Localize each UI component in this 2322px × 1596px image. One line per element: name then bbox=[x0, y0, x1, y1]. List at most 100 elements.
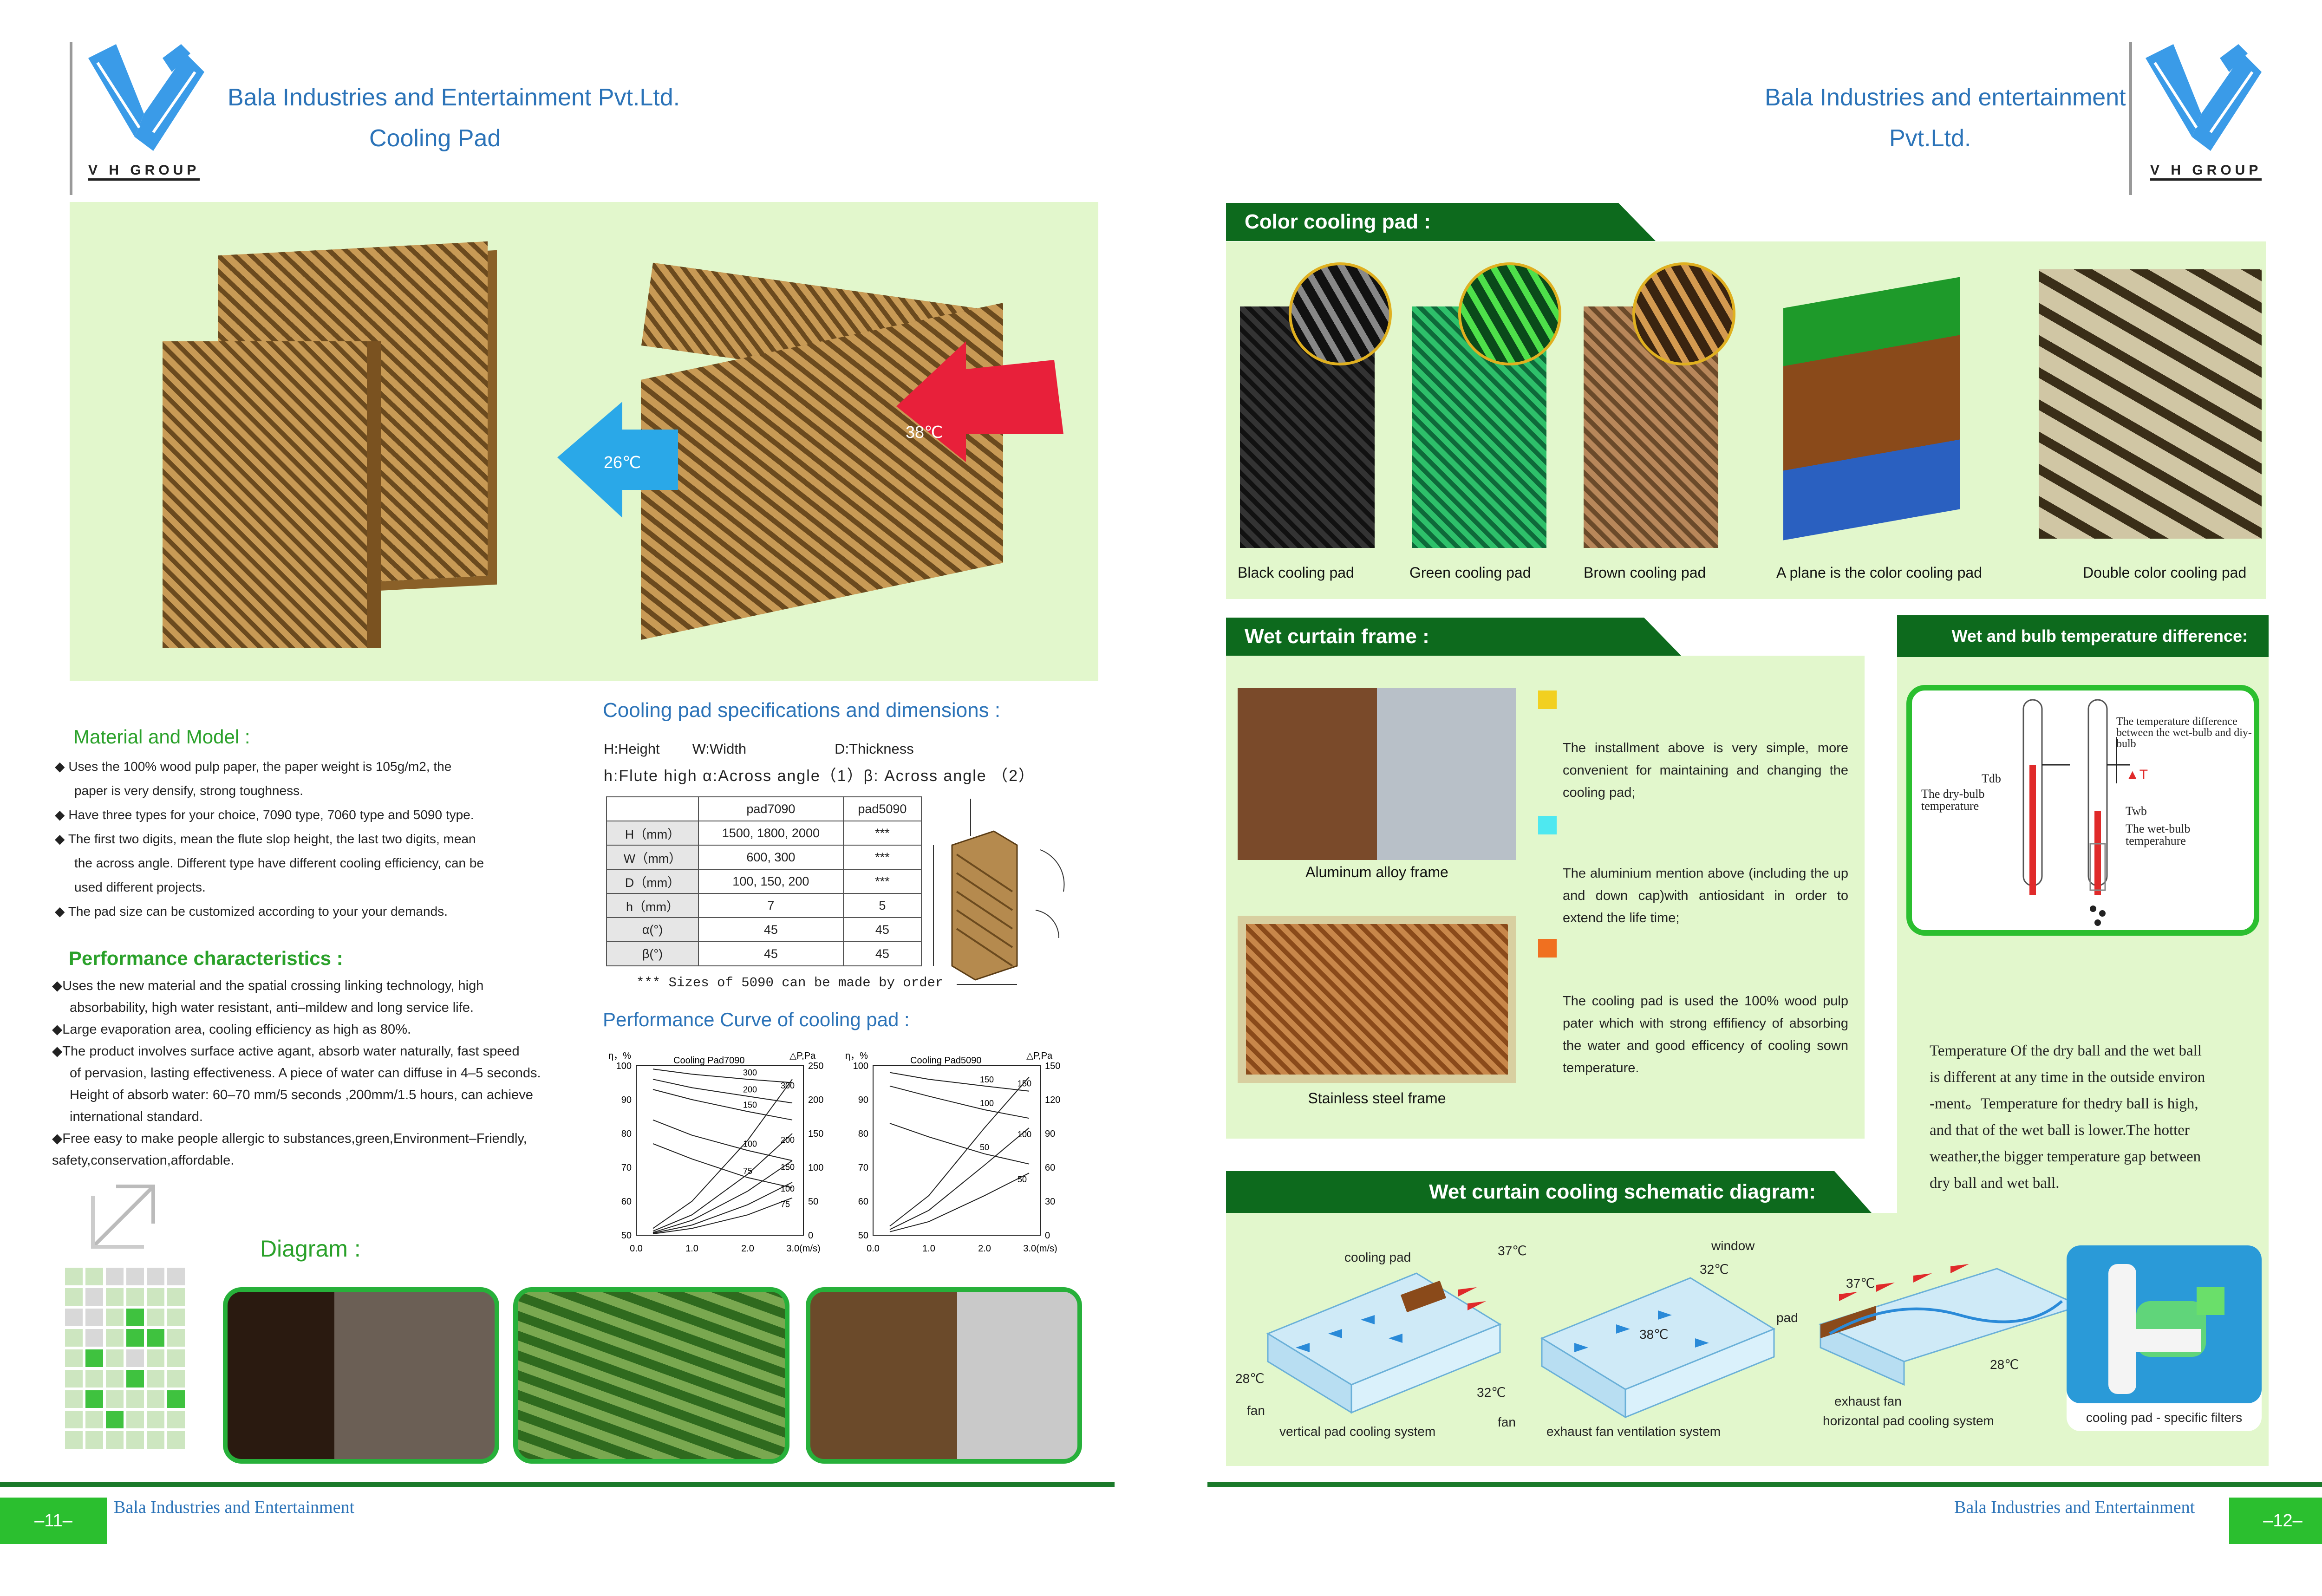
wet-frame-panel: Aluminum alloy frame Stainless steel fra… bbox=[1226, 656, 1865, 1139]
table-cell: 5 bbox=[842, 893, 922, 918]
efficiency-line-100 bbox=[652, 1119, 793, 1161]
y2-tick-label: 100 bbox=[808, 1163, 823, 1173]
y2-axis-label: △P,Pa bbox=[789, 1051, 816, 1061]
black-pad-closeup bbox=[1289, 262, 1392, 365]
series-label: 200 bbox=[781, 1135, 795, 1145]
mosaic-cell bbox=[167, 1349, 185, 1367]
bullet-marker-orange bbox=[1538, 939, 1557, 958]
mosaic-cell bbox=[126, 1431, 144, 1449]
list-item: ◆ Have three types for your choice, 7090… bbox=[55, 808, 474, 822]
temp-out-label: 26℃ bbox=[604, 453, 641, 472]
mosaic-cell bbox=[147, 1309, 164, 1326]
mosaic-cell bbox=[147, 1329, 164, 1347]
specs-title: Cooling pad specifications and dimension… bbox=[603, 699, 1001, 722]
pad-label: pad bbox=[1776, 1310, 1798, 1325]
y2-tick-label: 0 bbox=[1045, 1231, 1050, 1241]
footer-rule bbox=[1207, 1482, 2322, 1487]
mosaic-cell bbox=[65, 1370, 83, 1388]
mosaic-cell bbox=[106, 1411, 124, 1428]
mosaic-cell bbox=[167, 1288, 185, 1306]
y-tick-label: 80 bbox=[858, 1129, 868, 1139]
pad-dimension-diagram bbox=[933, 799, 1065, 985]
y2-tick-label: 60 bbox=[1045, 1163, 1055, 1173]
company-name: Bala Industries and entertainment bbox=[1765, 84, 2126, 111]
wet-bulb-description: Temperature Of the dry ball and the wet … bbox=[1930, 1038, 2264, 1197]
y-axis-label: η，% bbox=[608, 1051, 631, 1061]
efficiency-line-150 bbox=[652, 1089, 793, 1120]
mosaic-cell bbox=[126, 1411, 144, 1428]
series-label: 150 bbox=[980, 1075, 994, 1084]
diagram-photo-3 bbox=[806, 1287, 1082, 1464]
series-label: 150 bbox=[1018, 1079, 1031, 1088]
table-cell: *** bbox=[842, 821, 922, 846]
hot-air-arrow-icon bbox=[896, 341, 1063, 462]
wet-bulb-panel: The temperature difference between the w… bbox=[1897, 657, 2269, 1214]
table-cell: β(°) bbox=[606, 941, 699, 966]
bullet-marker-cyan bbox=[1538, 816, 1557, 834]
table-cell: 45 bbox=[842, 917, 922, 942]
desc-line: Temperature Of the dry ball and the wet … bbox=[1930, 1042, 2202, 1059]
y-tick-label: 80 bbox=[621, 1129, 632, 1139]
table-row: W（mm）600, 300*** bbox=[606, 845, 922, 870]
table-cell: 45 bbox=[698, 917, 844, 942]
y-tick-label: 70 bbox=[858, 1163, 868, 1173]
mosaic-cell bbox=[126, 1309, 144, 1326]
table-cell: 7 bbox=[698, 893, 844, 918]
pressure-line-100 bbox=[652, 1182, 793, 1234]
page-subtitle: Cooling Pad bbox=[369, 125, 501, 152]
curve-title: Performance Curve of cooling pad : bbox=[603, 1009, 910, 1030]
spec-table: pad7090 pad5090 H（mm）1500, 1800, 2000***… bbox=[606, 796, 922, 966]
mosaic-cell bbox=[65, 1288, 83, 1306]
y2-tick-label: 0 bbox=[808, 1231, 813, 1241]
mosaic-cell bbox=[106, 1309, 124, 1326]
series-label: 150 bbox=[781, 1162, 795, 1172]
table-row: H（mm）1500, 1800, 2000*** bbox=[606, 821, 922, 846]
twb-label: Twb bbox=[2126, 804, 2147, 818]
y2-tick-label: 90 bbox=[1045, 1129, 1055, 1139]
wet-bulb-label: The wet-bulb temperahure bbox=[2126, 822, 2191, 847]
color-pad-header: Color cooling pad : bbox=[1226, 203, 1656, 241]
mosaic-cell bbox=[126, 1390, 144, 1408]
efficiency-line-150 bbox=[889, 1072, 1030, 1092]
logo-text: V H GROUP bbox=[88, 163, 200, 181]
fan-label: exhaust fan bbox=[1834, 1394, 1902, 1408]
pressure-line-50 bbox=[889, 1173, 1030, 1232]
pressure-line-150 bbox=[889, 1076, 1030, 1227]
pressure-line-200 bbox=[652, 1133, 793, 1232]
y-tick-label: 90 bbox=[858, 1095, 868, 1105]
diagram-caption: exhaust fan ventilation system bbox=[1546, 1424, 1721, 1439]
y-tick-label: 90 bbox=[621, 1095, 632, 1105]
mosaic-cell bbox=[65, 1349, 83, 1367]
mosaic-cell bbox=[167, 1370, 185, 1388]
tdb-label: Tdb bbox=[1982, 772, 2001, 785]
series-label: 300 bbox=[743, 1068, 757, 1077]
stainless-frame-image bbox=[1238, 916, 1516, 1083]
caption-black: Black cooling pad bbox=[1238, 564, 1354, 581]
y2-tick-label: 30 bbox=[1045, 1197, 1055, 1207]
list-item: ◆Uses the new material and the spatial c… bbox=[52, 978, 484, 993]
mosaic-cell bbox=[106, 1268, 124, 1285]
table-header-row: pad7090 pad5090 bbox=[606, 796, 922, 821]
mosaic-cell bbox=[65, 1309, 83, 1326]
material-list: ◆ Uses the 100% wood pulp paper, the pap… bbox=[55, 755, 566, 924]
efficiency-line-300 bbox=[652, 1068, 793, 1083]
y-tick-label: 60 bbox=[858, 1197, 868, 1207]
aluminum-frame-image bbox=[1238, 688, 1516, 860]
list-item: paper is very densify, strong toughness. bbox=[74, 783, 303, 798]
mosaic-cell bbox=[106, 1329, 124, 1347]
table-cell: *** bbox=[842, 845, 922, 870]
desc-line: is different at any time in the outside … bbox=[1930, 1069, 2205, 1086]
exhaust-fan-system-diagram bbox=[1540, 1277, 1776, 1419]
temp-out-label: 28℃ bbox=[1990, 1357, 2019, 1372]
performance-title: Performance characteristics : bbox=[69, 947, 343, 969]
mosaic-cell bbox=[167, 1329, 185, 1347]
series-label: 75 bbox=[781, 1200, 790, 1209]
x-tick-label: 1.0 bbox=[685, 1244, 698, 1254]
mosaic-cell bbox=[85, 1370, 103, 1388]
specs-note: *** Sizes of 5090 can be made by order bbox=[636, 975, 944, 990]
wet-bulb-header: Wet and bulb temperature difference: bbox=[1897, 615, 2269, 657]
table-cell: 1500, 1800, 2000 bbox=[698, 821, 844, 846]
brown-pad-closeup bbox=[1632, 262, 1735, 365]
y-tick-label: 50 bbox=[621, 1231, 632, 1241]
